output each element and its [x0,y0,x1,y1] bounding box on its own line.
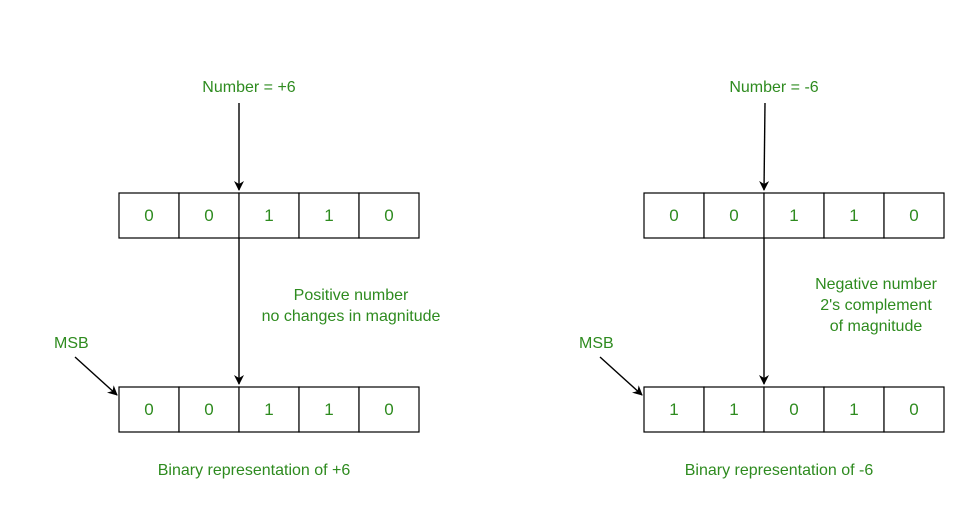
top-bit-register: 0 0 1 1 0 [118,192,420,239]
panel-negative: Number = -6 0 0 1 1 0 Negative number 2'… [579,79,945,479]
number-label: Number = +6 [202,79,295,96]
bit-value: 1 [729,400,738,419]
bit-cell [883,386,945,433]
bit-value: 0 [204,400,213,419]
msb-arrow [599,356,643,396]
bit-cell [118,386,180,433]
bit-cell [703,386,765,433]
bit-cell [238,386,300,433]
bit-value: 1 [264,206,273,225]
bit-cell [823,386,885,433]
bit-value: 0 [789,400,798,419]
bit-value: 1 [849,206,858,225]
bit-value: 0 [384,206,393,225]
bit-cell [358,192,420,239]
bit-cell [703,192,765,239]
bit-cell [883,192,945,239]
bit-value: 0 [669,206,678,225]
bit-cell [238,192,300,239]
bottom-bit-register: 1 1 0 1 0 [643,386,945,433]
bit-value: 0 [144,206,153,225]
number-label: Number = -6 [729,79,818,96]
caption: Binary representation of +6 [158,462,351,479]
note-line: Positive number [294,287,409,304]
bit-value: 1 [789,206,798,225]
bit-cell [643,386,705,433]
bit-value: 1 [324,400,333,419]
bit-cell [643,192,705,239]
caption: Binary representation of -6 [685,462,874,479]
bit-value: 0 [909,400,918,419]
bit-value: 1 [849,400,858,419]
msb-arrow [74,356,118,396]
bit-cell [358,386,420,433]
bit-value: 0 [384,400,393,419]
bit-cell [763,386,825,433]
top-bit-register: 0 0 1 1 0 [643,192,945,239]
bit-value: 1 [324,206,333,225]
bottom-bit-register: 0 0 1 1 0 [118,386,420,433]
msb-label: MSB [579,335,614,352]
bit-value: 1 [669,400,678,419]
input-arrow [759,102,770,191]
bit-value: 1 [264,400,273,419]
note-line: of magnitude [830,318,923,335]
bit-cell [178,192,240,239]
bit-value: 0 [909,206,918,225]
note-line: Negative number [815,276,938,293]
note-line: no changes in magnitude [262,308,441,325]
bit-value: 0 [204,206,213,225]
bit-cell [823,192,885,239]
bit-cell [298,386,360,433]
bit-value: 0 [144,400,153,419]
bit-value: 0 [729,206,738,225]
msb-label: MSB [54,335,89,352]
bit-cell [178,386,240,433]
panel-positive: Number = +6 0 0 1 1 0 Positive number no… [54,79,441,479]
note-line: 2's complement [820,297,932,314]
